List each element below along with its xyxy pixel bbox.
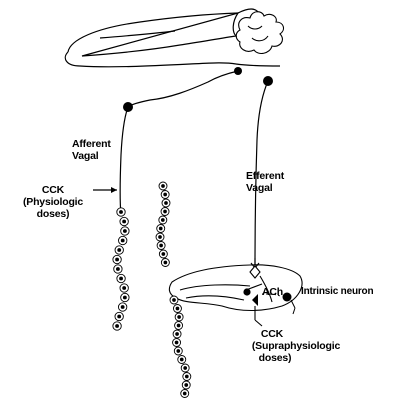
- cck-supra-label-1: CCK: [242, 328, 302, 340]
- afferent-label-2: Vagal: [72, 150, 98, 162]
- ach-label: ACh: [262, 286, 283, 298]
- efferent-terminal: [250, 266, 260, 278]
- intrinsic-neuron-dot: [283, 293, 292, 302]
- intestine-chains: [113, 182, 191, 398]
- cck-physiologic-label-2: (Physiologic: [4, 196, 102, 208]
- cck-physiologic-label-3: doses): [8, 208, 98, 220]
- afferent-label-1: Afferent: [72, 138, 111, 150]
- cck-physiologic-label-1: CCK: [8, 184, 98, 196]
- efferent-label-1: Efferent: [246, 170, 284, 182]
- cck-supra-label-3: doses): [250, 352, 300, 364]
- afferent-vagal-fiber: [120, 71, 238, 215]
- ach-release: [243, 288, 250, 295]
- cck-supra-label-2: (Supraphysiologic: [236, 340, 356, 352]
- intrinsic-neuron-label: Intrinsic neuron: [301, 286, 373, 298]
- efferent-label-2: Vagal: [246, 182, 272, 194]
- cerebellum: [236, 12, 283, 54]
